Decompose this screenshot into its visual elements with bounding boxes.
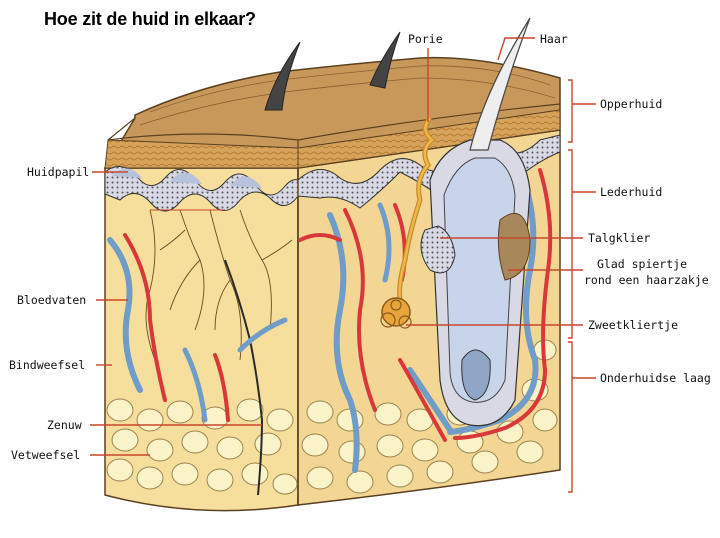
label-bloedvaten: Bloedvaten (17, 293, 86, 307)
label-talgklier: Talgklier (588, 231, 650, 245)
smooth-muscle (497, 212, 531, 281)
hair-follicle (429, 139, 531, 427)
fat-tissue (106, 339, 558, 495)
label-haar: Haar (540, 32, 568, 46)
hair-spike-middle (369, 31, 401, 89)
label-zweetkliertje: Zweetkliertje (588, 318, 678, 332)
label-glad-spiertje-1: Glad spiertje (597, 257, 687, 271)
label-vetweefsel: Vetweefsel (11, 448, 80, 462)
hair-spike-left (264, 41, 301, 111)
label-huidpapil: Huidpapil (27, 165, 89, 179)
hair-shaft (469, 17, 531, 151)
label-onderhuidse-laag: Onderhuidse laag (600, 371, 711, 385)
label-zenuw: Zenuw (47, 418, 82, 432)
label-porie: Porie (408, 32, 443, 46)
diagram-title: Hoe zit de huid in elkaar? (44, 9, 256, 29)
leader-lines (90, 37, 596, 493)
label-glad-spiertje-2: rond een haarzakje (584, 273, 709, 287)
label-opperhuid: Opperhuid (600, 97, 662, 111)
sweat-gland (380, 116, 436, 329)
label-lederhuid: Lederhuid (600, 185, 662, 199)
connective-fibres (145, 209, 293, 361)
skin-block (103, 17, 561, 512)
label-bindweefsel: Bindweefsel (9, 358, 85, 372)
nerve (224, 259, 264, 496)
